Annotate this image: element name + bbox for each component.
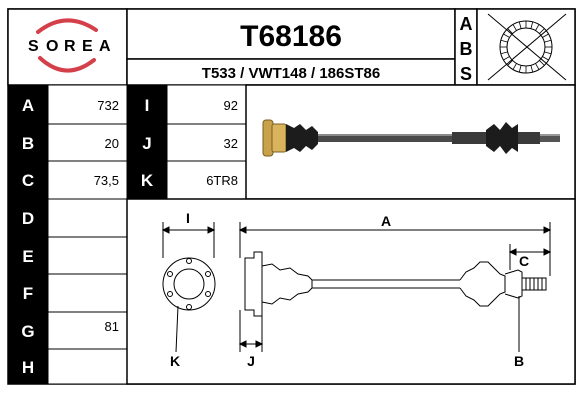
technical-drawing bbox=[161, 222, 552, 353]
spec-value-a: 732 bbox=[97, 98, 119, 113]
spec-row-g: G 81 bbox=[8, 311, 128, 350]
references: T533 / VWT148 / 186ST86 bbox=[202, 65, 380, 82]
spec-table: A 732 B 20 C 73,5 D E bbox=[8, 84, 247, 385]
brand-swoosh-bottom bbox=[38, 56, 96, 73]
spec-label-g: G bbox=[21, 322, 34, 341]
brand-letter-r: R bbox=[64, 38, 76, 55]
spec-row-c: C 73,5 bbox=[8, 160, 128, 200]
spec-value-i: 92 bbox=[224, 98, 238, 113]
spec-row-k: K 6TR8 bbox=[127, 160, 247, 200]
spec-value-j: 32 bbox=[224, 136, 238, 151]
spec-row-f: F bbox=[8, 273, 128, 313]
brand-letter-a: A bbox=[99, 38, 111, 55]
spec-label-k: K bbox=[141, 171, 154, 190]
spec-label-j: J bbox=[142, 134, 151, 153]
header: S O R E A T68186 T533 / VWT148 / 186ST86… bbox=[7, 8, 576, 86]
spec-label-h: H bbox=[22, 358, 34, 377]
brand-letter-e: E bbox=[82, 38, 93, 55]
spec-label-a: A bbox=[22, 96, 34, 115]
abs-letter-s: S bbox=[460, 64, 472, 84]
abs-icon-box bbox=[476, 8, 576, 86]
drive-shaft-photo bbox=[262, 119, 560, 157]
shaft-side-view bbox=[244, 251, 547, 317]
dim-label-i: I bbox=[186, 210, 190, 226]
flange-end-view bbox=[161, 222, 216, 353]
spec-value-b: 20 bbox=[105, 136, 119, 151]
part-number: T68186 bbox=[240, 20, 342, 53]
spec-label-d: D bbox=[22, 209, 34, 228]
drawing-box bbox=[126, 198, 576, 385]
brand-logo: S O R E A bbox=[28, 18, 111, 73]
dim-label-j: J bbox=[247, 353, 255, 369]
brand-swoosh-top bbox=[36, 18, 98, 34]
spec-value-k: 6TR8 bbox=[206, 173, 238, 188]
spec-label-i: I bbox=[145, 96, 150, 115]
brand-letter-s: S bbox=[28, 38, 39, 55]
spec-label-b: B bbox=[22, 134, 34, 153]
spec-row-i: I 92 bbox=[127, 84, 247, 125]
spec-label-c: C bbox=[22, 171, 34, 190]
dim-label-a: A bbox=[381, 213, 391, 229]
dim-label-c: C bbox=[519, 253, 529, 269]
dim-label-b: B bbox=[514, 353, 524, 369]
spec-row-b: B 20 bbox=[8, 123, 128, 162]
spec-row-d: D bbox=[8, 198, 128, 238]
abs-letter-a: A bbox=[460, 14, 473, 34]
spec-row-j: J 32 bbox=[127, 123, 247, 162]
spec-label-e: E bbox=[22, 247, 33, 266]
dim-label-k: K bbox=[170, 353, 180, 369]
spec-row-a: A 732 bbox=[8, 84, 128, 125]
spec-label-f: F bbox=[23, 284, 33, 303]
spec-row-h: H bbox=[8, 348, 128, 385]
spec-value-c: 73,5 bbox=[94, 173, 119, 188]
spec-row-e: E bbox=[8, 236, 128, 275]
abs-letter-b: B bbox=[460, 39, 473, 59]
abs-ring-crossed-icon bbox=[487, 13, 567, 81]
brand-letter-o: O bbox=[46, 38, 58, 55]
spec-value-g: 81 bbox=[105, 319, 119, 334]
